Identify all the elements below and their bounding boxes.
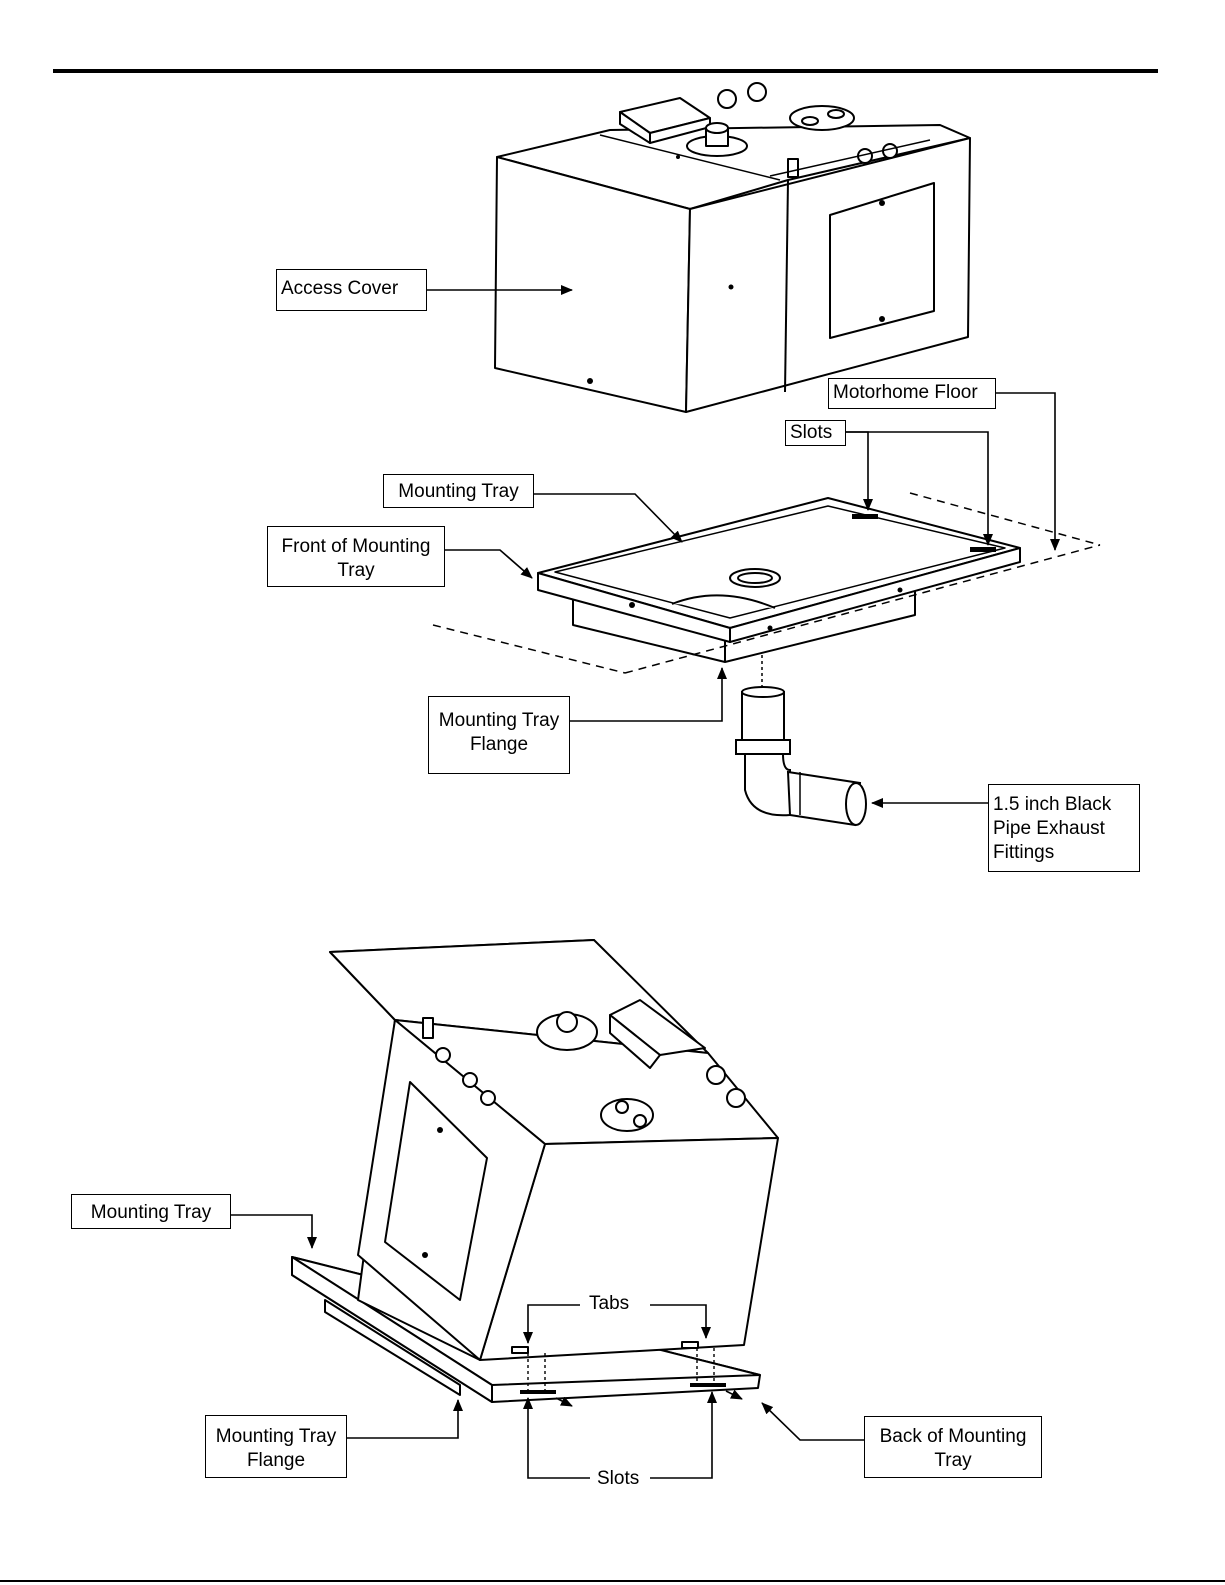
exhaust-pipe bbox=[736, 655, 866, 825]
label-motorhome-floor: Motorhome Floor bbox=[828, 378, 996, 409]
label-black-pipe-exhaust: 1.5 inch Black Pipe Exhaust Fittings bbox=[988, 784, 1140, 872]
label-mounting-tray-top: Mounting Tray bbox=[383, 474, 534, 508]
label-mounting-tray-bottom: Mounting Tray bbox=[71, 1194, 231, 1229]
heater-unit-bottom bbox=[292, 940, 778, 1402]
mounting-tray-top bbox=[538, 498, 1020, 662]
label-slots-bottom: Slots bbox=[591, 1468, 645, 1490]
label-access-cover: Access Cover bbox=[276, 269, 427, 311]
label-mounting-tray-flange-top: Mounting Tray Flange bbox=[428, 696, 570, 774]
label-front-of-mounting-tray: Front of Mounting Tray bbox=[267, 526, 445, 587]
label-slots-top: Slots bbox=[785, 420, 846, 446]
top-vent-oval bbox=[790, 106, 854, 130]
label-tabs: Tabs bbox=[583, 1293, 635, 1315]
label-mounting-tray-flange-bottom: Mounting Tray Flange bbox=[205, 1415, 347, 1478]
heater-unit-top bbox=[495, 83, 970, 412]
label-back-of-mounting-tray: Back of Mounting Tray bbox=[864, 1416, 1042, 1478]
